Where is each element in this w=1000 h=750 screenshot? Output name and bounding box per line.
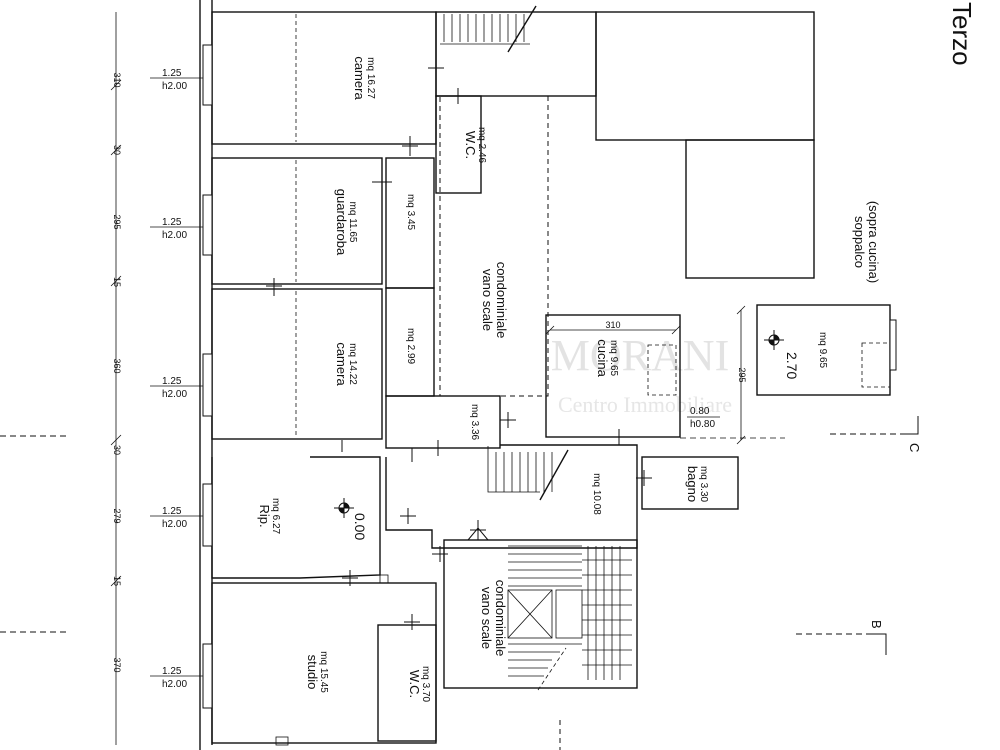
window-width: 1.25 <box>162 666 182 677</box>
room-name: W.C. <box>407 670 422 698</box>
room-camera-1: camera mq 16.27 <box>352 56 376 100</box>
room-guardaroba: guardaroba mq 11.65 <box>334 189 358 256</box>
room-area: mq 14.22 <box>347 343 358 385</box>
room-bagno: bagno mq 3.30 <box>685 466 709 503</box>
dim-label: 30 <box>112 145 122 155</box>
room-studio: studio mq 15.45 <box>305 651 329 693</box>
elevation-marker-soppalco <box>764 330 784 350</box>
stairs-top <box>440 5 537 53</box>
window-height: h2.00 <box>162 389 187 400</box>
dim-label: 15 <box>112 576 122 586</box>
window-height: h2.00 <box>162 679 187 690</box>
window-height: h0.80 <box>690 419 715 430</box>
elevation-marker-rip <box>334 498 354 518</box>
room-name: guardaroba <box>334 189 349 256</box>
dim-label: 370 <box>112 657 122 672</box>
room-name: vano scale <box>479 587 494 649</box>
window-height: h2.00 <box>162 81 187 92</box>
section-label-c: C <box>907 443 922 452</box>
watermark-logo: MORANI <box>551 331 729 380</box>
internal-dimensions <box>545 305 785 445</box>
dim-label: 279 <box>112 508 122 523</box>
room-vano-scale-2: vano scale condominiale <box>479 580 508 657</box>
room-area: mq 6.27 <box>270 498 281 535</box>
dim-label: 15 <box>112 277 122 287</box>
room-name: studio <box>305 655 320 690</box>
room-wc-1: W.C. mq 2.46 <box>463 127 487 164</box>
room-name: cucina <box>595 339 610 377</box>
window-frames <box>202 44 897 709</box>
left-dimension-line <box>110 12 122 745</box>
elevation-rip: 0.00 <box>352 513 368 540</box>
window-width: 1.25 <box>162 376 182 387</box>
window-width: 1.25 <box>162 506 182 517</box>
room-area: mq 3.70 <box>420 666 431 703</box>
watermark-subtitle: Centro Immobiliare <box>558 392 732 417</box>
soppalco-area: mq 9.65 <box>817 332 828 369</box>
room-wc-2: W.C. mq 3.70 <box>407 666 431 703</box>
room-name: vano scale <box>480 269 495 331</box>
fixtures <box>275 342 891 746</box>
room-name-2: (sopra cucina) <box>866 201 881 283</box>
room-camera-2: camera mq 14.22 <box>334 342 358 386</box>
dim-label: 295 <box>112 214 122 229</box>
room-area: mq 9.65 <box>608 340 619 377</box>
window-width: 1.25 <box>162 217 182 228</box>
room-area: mq 3.30 <box>698 466 709 503</box>
corridor-3-area: mq 3.36 <box>469 404 480 441</box>
room-name: soppalco <box>852 216 867 268</box>
floor-title: Terzo <box>947 2 977 66</box>
window-width: 0.80 <box>690 406 710 417</box>
cucina-width-dim: 310 <box>605 320 620 330</box>
corridor-2-area: mq 2.99 <box>405 328 416 365</box>
window-leaders <box>150 77 720 677</box>
window-height: h2.00 <box>162 519 187 530</box>
elevation-soppalco: 2.70 <box>784 352 800 379</box>
room-name: W.C. <box>463 131 478 159</box>
room-name: camera <box>352 56 367 100</box>
room-name: bagno <box>685 466 700 502</box>
room-ripostiglio: Rip. mq 6.27 <box>257 498 281 535</box>
room-area: mq 11.65 <box>347 202 358 243</box>
dim-label: 360 <box>112 358 122 373</box>
hall-area: mq 10.08 <box>591 473 602 515</box>
room-name-2: condominiale <box>493 580 508 657</box>
room-area: mq 15.45 <box>318 651 329 693</box>
room-soppalco: soppalco (sopra cucina) <box>852 201 881 283</box>
window-width: 1.25 <box>162 68 182 79</box>
corridor-1-area: mq 3.45 <box>405 194 416 231</box>
section-label-b: B <box>869 620 884 629</box>
room-cucina: cucina mq 9.65 <box>595 339 619 377</box>
dim-label: 310 <box>112 72 122 87</box>
room-vano-scale-1: vano scale condominiale <box>480 262 509 339</box>
section-markers <box>0 416 919 655</box>
stairs-internal <box>487 446 569 501</box>
room-name: camera <box>334 342 349 386</box>
room-name-2: condominiale <box>494 262 509 339</box>
door-marks <box>266 60 652 630</box>
room-area: mq 2.46 <box>476 127 487 164</box>
soppalco-height-dim: 295 <box>737 367 747 382</box>
stairs-condominial <box>507 545 632 691</box>
room-name: Rip. <box>257 504 272 527</box>
window-height: h2.00 <box>162 230 187 241</box>
dim-label: 30 <box>112 445 122 455</box>
room-area: mq 16.27 <box>365 57 376 99</box>
